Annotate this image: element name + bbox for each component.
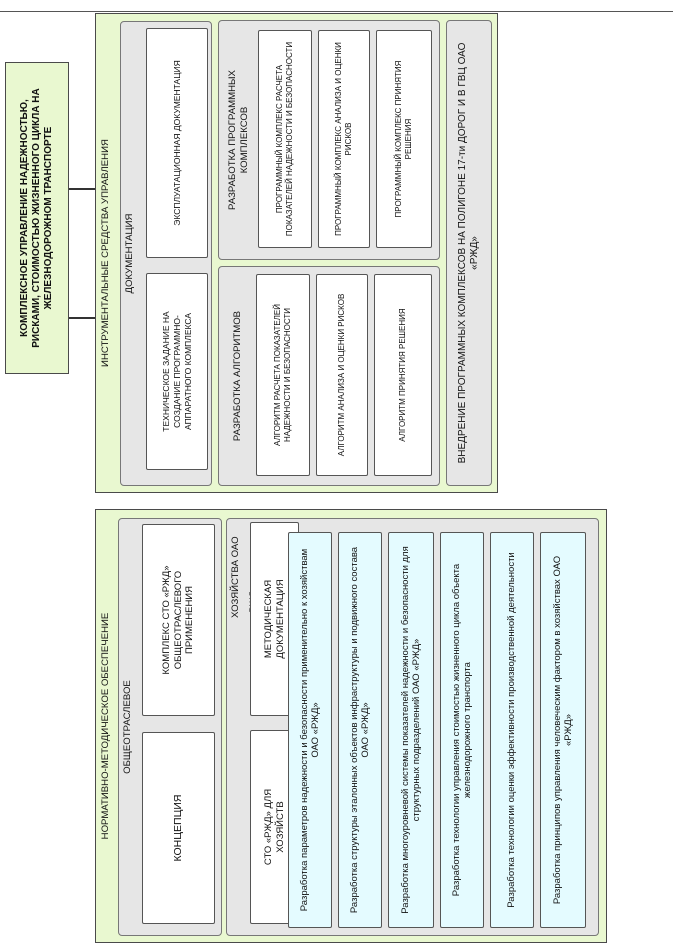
algorithm-item: АЛГОРИТМ РАСЧЕТА ПОКАЗАТЕЛЕЙ НАДЕЖНОСТИ …	[256, 274, 310, 476]
economy-item-text: Разработка структуры эталонных объектов …	[348, 546, 372, 914]
sto-economy-label: СТО «РЖД» ДЛЯ ХОЗЯЙСТВ	[263, 788, 286, 866]
algorithm-item-text: АЛГОРИТМ ПРИНЯТИЯ РЕШЕНИЯ	[398, 308, 407, 442]
normative-title: НОРМАТИВНО-МЕТОДИЧЕСКОЕ ОБЕСПЕЧЕНИЕ	[100, 612, 111, 840]
software-item-text: ПРОГРАММНЫЙ КОМПЛЕКС РАСЧЕТА ПОКАЗАТЕЛЕЙ…	[275, 41, 294, 237]
algorithm-item: АЛГОРИТМ АНАЛИЗА И ОЦЕНКИ РИСКОВ	[316, 274, 368, 476]
software-item: ПРОГРАММНЫЙ КОМПЛЕКС РАСЧЕТА ПОКАЗАТЕЛЕЙ…	[258, 30, 312, 248]
software-title: РАЗРАБОТКА ПРОГРАММНЫХ КОМПЛЕКСОВ	[227, 70, 250, 210]
complex-sto-box: КОМПЛЕКС СТО «РЖД» ОБЩЕОТРАСЛЕВОГО ПРИМЕ…	[142, 524, 215, 716]
tech-task-label: ТЕХНИЧЕСКОЕ ЗАДАНИЕ НА СОЗДАНИЕ ПРОГРАММ…	[160, 311, 193, 432]
economy-item: Разработка технологии оценки эффективнос…	[490, 532, 534, 928]
economy-title: ХОЗЯЙСТВА ОАО «РЖД»	[230, 536, 259, 618]
root-box: КОМПЛЕКСНОЕ УПРАВЛЕНИЕ НАДЕЖНОСТЬЮ, РИСК…	[5, 62, 69, 374]
implementation-box: ВНЕДРЕНИЕ ПРОГРАММНЫХ КОМПЛЕКСОВ НА ПОЛИ…	[446, 20, 492, 486]
economy-item: Разработка параметров надежности и безоп…	[288, 532, 332, 928]
economy-item: Разработка технологии управления стоимос…	[440, 532, 484, 928]
documentation-title: ДОКУМЕНТАЦИЯ	[124, 213, 135, 294]
tech-task-box: ТЕХНИЧЕСКОЕ ЗАДАНИЕ НА СОЗДАНИЕ ПРОГРАММ…	[146, 273, 208, 470]
root-title: КОМПЛЕКСНОЕ УПРАВЛЕНИЕ НАДЕЖНОСТЬЮ, РИСК…	[19, 88, 54, 348]
economy-item: Разработка структуры эталонных объектов …	[338, 532, 382, 928]
concept-box: КОНЦЕПЦИЯ	[142, 732, 215, 924]
economy-item-text: Разработка принципов управления человече…	[551, 555, 575, 905]
economy-item-text: Разработка технологии управления стоимос…	[450, 563, 474, 897]
software-item: ПРОГРАММНЫЙ КОМПЛЕКС АНАЛИЗА И ОЦЕНКИ РИ…	[318, 30, 370, 248]
exploitation-doc-box: ЭКСПЛУАТАЦИОННАЯ ДОКУМЕНТАЦИЯ	[146, 28, 208, 258]
concept-label: КОНЦЕПЦИЯ	[171, 794, 184, 862]
general-title: ОБЩЕОТРАСЛЕВОЕ	[122, 680, 133, 774]
tools-title: ИНСТРУМЕНТАЛЬНЫЕ СРЕДСТВА УПРАВЛЕНИЯ	[100, 139, 111, 367]
economy-item-text: Разработка многоуровневой системы показа…	[399, 546, 423, 914]
exploitation-doc-label: ЭКСПЛУАТАЦИОННАЯ ДОКУМЕНТАЦИЯ	[171, 60, 182, 226]
algorithm-item-text: АЛГОРИТМ РАСЧЕТА ПОКАЗАТЕЛЕЙ НАДЕЖНОСТИ …	[273, 303, 292, 447]
algorithm-item: АЛГОРИТМ ПРИНЯТИЯ РЕШЕНИЯ	[374, 274, 432, 476]
economy-item: Разработка принципов управления человече…	[540, 532, 586, 928]
software-item: ПРОГРАММНЫЙ КОМПЛЕКС ПРИНЯТИЯ РЕШЕНИЯ	[376, 30, 432, 248]
economy-item: Разработка многоуровневой системы показа…	[388, 532, 434, 928]
method-doc-label: МЕТОДИЧЕСКАЯ ДОКУМЕНТАЦИЯ	[263, 579, 286, 659]
economy-item-text: Разработка параметров надежности и безоп…	[298, 548, 322, 912]
top-rule	[0, 11, 673, 12]
algorithms-title: РАЗРАБОТКА АЛГОРИТМОВ	[232, 310, 243, 442]
implementation-label: ВНЕДРЕНИЕ ПРОГРАММНЫХ КОМПЛЕКСОВ НА ПОЛИ…	[457, 42, 480, 464]
economy-item-text: Разработка технологии оценки эффективнос…	[506, 552, 518, 908]
connector-left	[69, 317, 95, 319]
connector-right	[69, 188, 95, 190]
software-item-text: ПРОГРАММНЫЙ КОМПЛЕКС АНАЛИЗА И ОЦЕНКИ РИ…	[334, 42, 353, 236]
algorithm-item-text: АЛГОРИТМ АНАЛИЗА И ОЦЕНКИ РИСКОВ	[337, 293, 346, 457]
complex-sto-label: КОМПЛЕКС СТО «РЖД» ОБЩЕОТРАСЛЕВОГО ПРИМЕ…	[161, 565, 196, 675]
software-item-text: ПРОГРАММНЫЙ КОМПЛЕКС ПРИНЯТИЯ РЕШЕНИЯ	[394, 60, 413, 218]
